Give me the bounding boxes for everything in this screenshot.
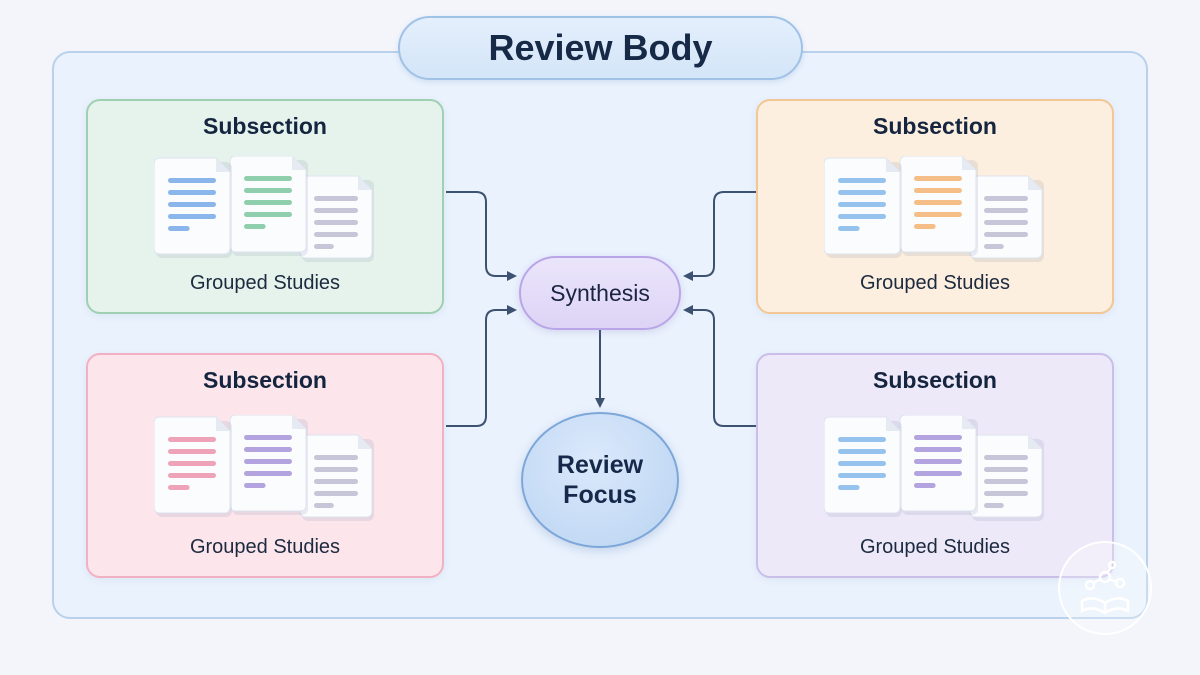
document-icon bbox=[824, 416, 902, 517]
arrow-top-right bbox=[683, 191, 756, 281]
subsection-title: Subsection bbox=[203, 367, 327, 393]
document-icon bbox=[899, 415, 978, 515]
document-icon bbox=[299, 175, 374, 262]
review-focus-line-2: Focus bbox=[563, 481, 637, 509]
document-icon bbox=[154, 157, 232, 258]
subsection-bottom-right: Subsection Grouped Studies bbox=[756, 353, 1114, 578]
subsection-top-left: Subsection Grouped Studies bbox=[86, 99, 444, 314]
document-stack bbox=[824, 415, 1044, 521]
subsection-title: Subsection bbox=[873, 113, 997, 139]
document-stack bbox=[154, 415, 374, 521]
logo-icon bbox=[1058, 541, 1152, 635]
subsection-caption: Grouped Studies bbox=[189, 272, 341, 294]
document-icon bbox=[969, 175, 1044, 262]
review-focus-node: Review Focus bbox=[521, 412, 679, 548]
subsection-caption: Grouped Studies bbox=[859, 536, 1011, 558]
document-icon bbox=[154, 416, 232, 517]
synthesis-node: Synthesis bbox=[519, 256, 681, 330]
arrow-bottom-right bbox=[683, 305, 756, 427]
document-stack bbox=[824, 156, 1044, 262]
document-icon bbox=[824, 157, 902, 258]
document-icon bbox=[899, 156, 978, 256]
subsection-title: Subsection bbox=[203, 113, 327, 139]
document-stack bbox=[154, 156, 374, 262]
subsection-caption: Grouped Studies bbox=[189, 536, 341, 558]
subsection-bottom-left: Subsection Grouped Studies bbox=[86, 353, 444, 578]
subsection-top-right: Subsection Grouped Studies bbox=[756, 99, 1114, 314]
review-focus-line-1: Review bbox=[556, 451, 644, 479]
diagram-title: Review Body bbox=[398, 16, 803, 80]
document-icon bbox=[229, 156, 308, 256]
document-icon bbox=[969, 434, 1044, 521]
arrow-top-left bbox=[446, 191, 517, 281]
document-icon bbox=[229, 415, 308, 515]
subsection-caption: Grouped Studies bbox=[859, 272, 1011, 294]
subsection-title: Subsection bbox=[873, 367, 997, 393]
arrow-bottom-left bbox=[446, 305, 517, 427]
document-icon bbox=[299, 434, 374, 521]
